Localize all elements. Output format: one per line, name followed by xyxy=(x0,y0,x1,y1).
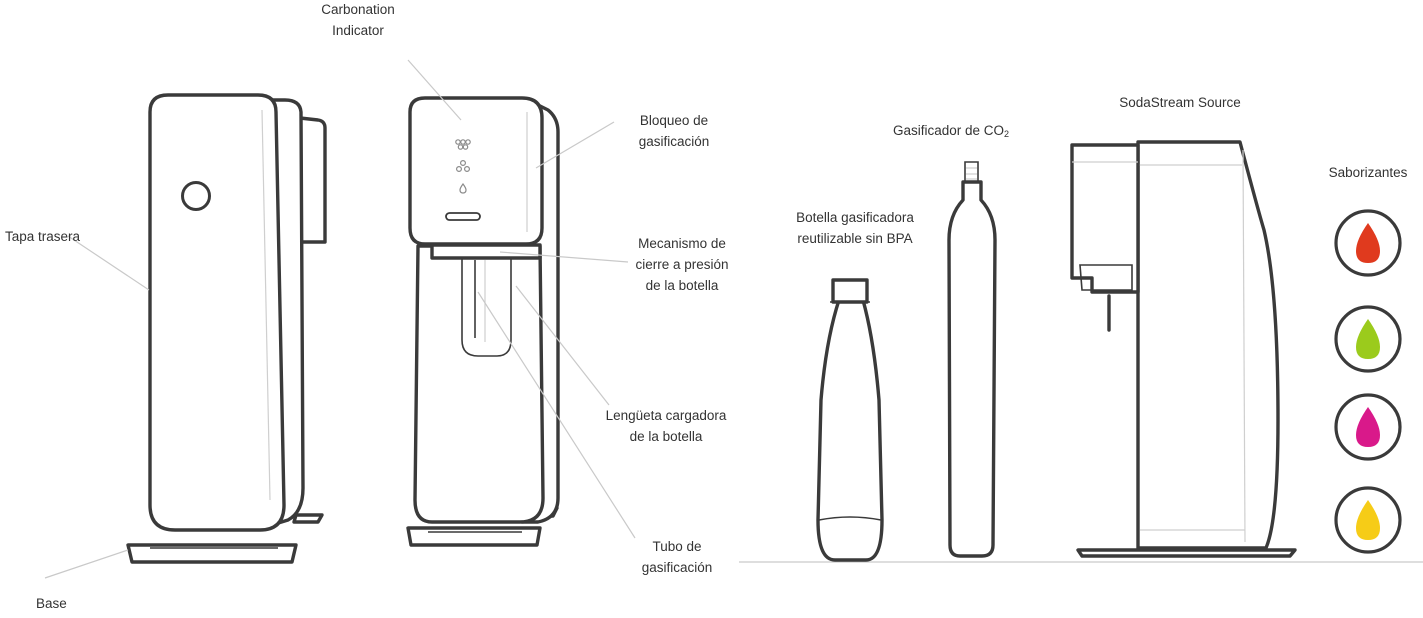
labels: Carbonation Indicator Bloqueo de gasific… xyxy=(5,2,1408,611)
machine-rear-body xyxy=(148,93,286,532)
label-carbonation-line2: Indicator xyxy=(332,23,384,38)
label-gasificador-text: Gasificador de CO xyxy=(893,123,1004,138)
label-saborizantes: Saborizantes xyxy=(1329,165,1408,180)
source-column xyxy=(1136,140,1280,550)
machine-rear-view xyxy=(126,93,327,564)
machine-front-head xyxy=(408,96,544,246)
flavor-drops xyxy=(1334,209,1402,554)
cylinder-valve xyxy=(964,161,979,183)
sodastream-source-side xyxy=(1070,140,1297,558)
label-lengueta-line1: Lengüeta cargadora xyxy=(606,408,727,423)
carbonation-button xyxy=(445,212,481,221)
flavor-drop-green xyxy=(1334,305,1402,373)
label-tapa-trasera: Tapa trasera xyxy=(5,229,81,244)
machine-front-column xyxy=(413,244,545,524)
leader-mecanismo xyxy=(499,251,629,263)
leader-tapa xyxy=(67,235,150,291)
machine-front-view xyxy=(406,96,560,547)
source-head xyxy=(1070,143,1140,294)
label-lengueta-line2: de la botella xyxy=(630,429,703,444)
machine-rear-base xyxy=(126,543,298,564)
label-mecanismo-line1: Mecanismo de xyxy=(638,236,726,251)
leader-tubo xyxy=(477,291,636,539)
carbonation-bottle xyxy=(816,278,884,562)
bottle-cap xyxy=(831,278,869,304)
flavor-drop-green-icon xyxy=(1356,319,1380,359)
leader-bloqueo xyxy=(535,121,615,169)
label-mecanismo-line2: cierre a presión xyxy=(635,257,728,272)
label-botella-line2: reutilizable sin BPA xyxy=(797,231,912,246)
leader-lengueta xyxy=(515,285,610,406)
flavor-drop-magenta xyxy=(1334,393,1402,461)
co2-cylinder xyxy=(947,161,997,558)
flavor-drop-yellow xyxy=(1334,486,1402,554)
machine-rear-back-panel xyxy=(298,116,327,244)
leader-carbonation xyxy=(407,59,462,121)
label-bloqueo-line2: gasificación xyxy=(639,134,710,149)
label-gasificador: Gasificador de CO2 xyxy=(893,123,1009,139)
label-carbonation-line1: Carbonation xyxy=(321,2,395,17)
label-tubo-line2: gasificación xyxy=(642,560,713,575)
label-tubo-line1: Tubo de xyxy=(652,539,701,554)
flavor-drop-yellow-icon xyxy=(1356,500,1380,540)
flavor-drop-red xyxy=(1334,209,1402,277)
leader-lines xyxy=(44,59,636,579)
label-gasificador-subscript: 2 xyxy=(1004,129,1009,139)
flavor-drop-magenta-icon xyxy=(1356,407,1380,447)
label-bloqueo-line1: Bloqueo de xyxy=(640,113,708,128)
leader-base xyxy=(44,549,129,579)
flavor-drop-red-icon xyxy=(1356,223,1380,263)
rear-round-button-icon xyxy=(181,181,211,211)
label-sodastream-source: SodaStream Source xyxy=(1119,95,1241,110)
carbonation-indicator-icon xyxy=(455,139,471,194)
label-botella-line1: Botella gasificadora xyxy=(796,210,914,225)
machine-front-base xyxy=(406,526,542,547)
source-base xyxy=(1076,548,1297,558)
label-mecanismo-line3: de la botella xyxy=(646,278,719,293)
carbonation-tube xyxy=(461,258,512,357)
label-base: Base xyxy=(36,596,67,611)
